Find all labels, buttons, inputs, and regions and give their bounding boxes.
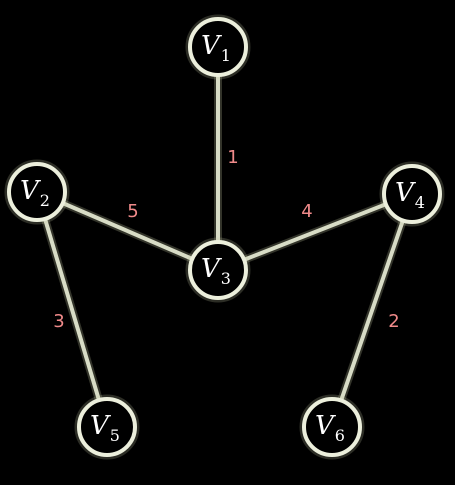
edges-layer [33,43,416,431]
node-label: V6 [315,411,345,445]
node-label: V3 [201,254,231,288]
edge-v2-v3 [33,188,222,274]
edge-weight-v3-v4: 4 [301,201,312,222]
edge-line [35,190,220,272]
node-ring [7,162,67,222]
node-label: V2 [20,176,50,210]
node-label-letter: V [201,31,222,61]
edge-weight-v2-v5: 3 [53,311,64,332]
edge-line [330,192,414,429]
edge-line [216,192,414,272]
edge-weights-layer: 1 5 4 3 2 [53,147,399,332]
node-label-letter: V [201,254,222,284]
edge-weight-v4-v6: 2 [388,311,399,332]
node-label-subscript: 2 [40,191,50,210]
node-ring [302,397,362,457]
node-v3: V3 [185,237,251,303]
node-label-subscript: 1 [221,46,231,65]
edge-weight-v2-v3: 5 [127,201,138,222]
node-v5: V5 [74,394,140,460]
node-label-subscript: 5 [110,426,120,445]
node-v1: V1 [185,14,251,80]
node-label-letter: V [20,176,41,206]
node-label-letter: V [395,178,416,208]
edge-v3-v4 [214,190,416,274]
edge-v2-v5 [33,188,111,431]
node-v4: V4 [379,161,445,227]
node-label: V1 [201,31,231,65]
edge-weight-v1-v3: 1 [227,147,238,168]
node-ring [77,397,137,457]
node-ring [188,17,248,77]
node-label-letter: V [315,411,336,441]
node-v6: V6 [299,394,365,460]
node-v2: V2 [4,159,70,225]
node-label: V4 [395,178,425,212]
node-label-subscript: 3 [221,269,231,288]
node-label-subscript: 4 [415,193,425,212]
edge-line [35,190,109,429]
node-label: V5 [90,411,120,445]
node-label-letter: V [90,411,111,441]
node-ring [382,164,442,224]
node-ring [188,240,248,300]
node-label-subscript: 6 [335,426,345,445]
edge-v4-v6 [328,190,416,431]
